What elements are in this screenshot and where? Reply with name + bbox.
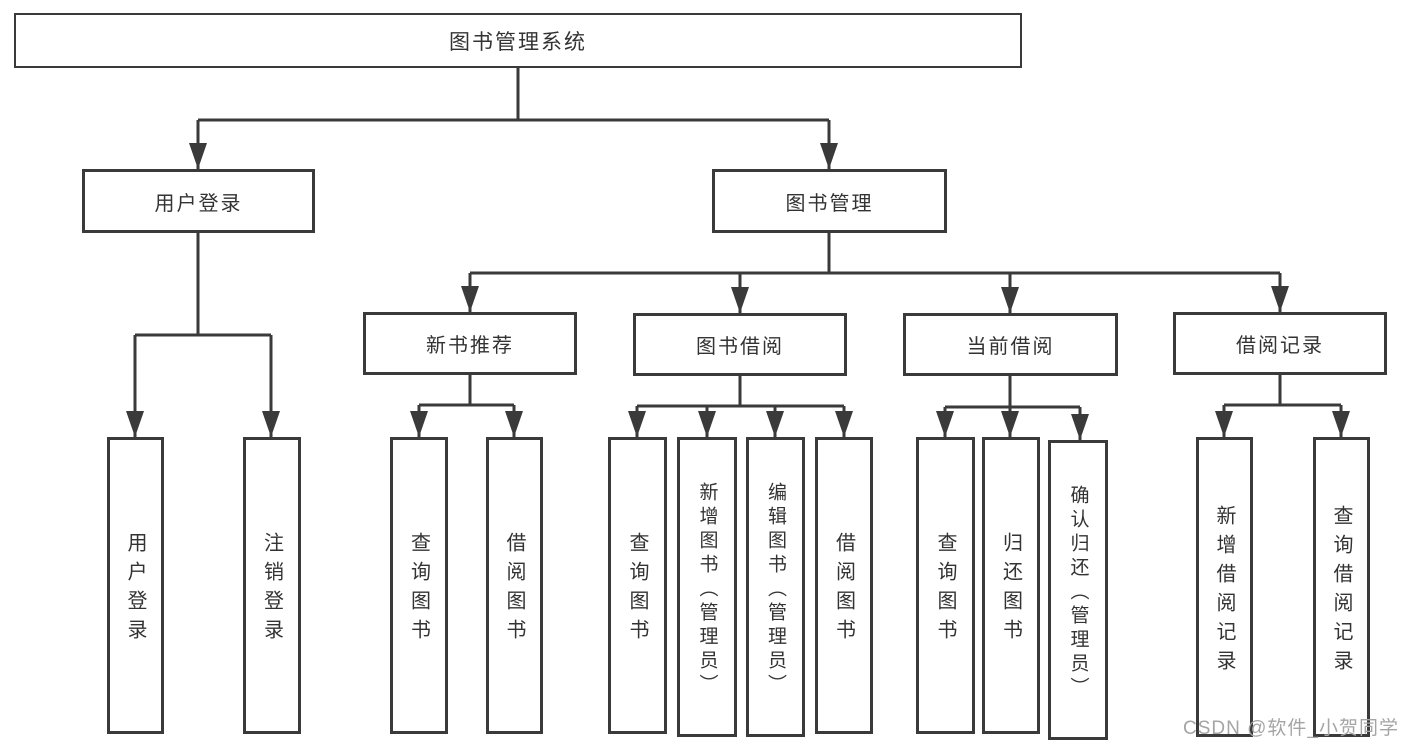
node-cb-confirm-return-admin: 确认归还（管理员）	[1048, 440, 1108, 740]
node-nbr-query-books: 查询图书	[390, 437, 448, 734]
node-ul-user-login: 用户登录	[107, 437, 164, 734]
node-book-borrowing: 图书借阅	[633, 313, 847, 376]
node-label: 借阅图书	[832, 532, 855, 648]
node-bb-query-books: 查询图书	[608, 437, 667, 734]
node-label: 用户登录	[124, 532, 146, 648]
node-bb-borrow-books: 借阅图书	[815, 437, 873, 734]
node-current-borrowing: 当前借阅	[903, 313, 1118, 376]
node-ul-logout: 注销登录	[243, 437, 301, 734]
node-nbr-borrow-books: 借阅图书	[486, 437, 543, 734]
node-label: 新增借阅记录	[1213, 504, 1235, 679]
node-bb-edit-books-admin: 编辑图书（管理员）	[746, 437, 805, 737]
node-borrowing-records: 借阅记录	[1173, 312, 1387, 375]
node-label: 新书推荐	[426, 335, 514, 357]
node-label: 用户登录	[154, 192, 243, 215]
node-label: 图书管理	[785, 192, 874, 215]
node-new-book-recommendation: 新书推荐	[363, 312, 577, 375]
node-label: 查询图书	[407, 532, 430, 648]
node-label: 查询图书	[934, 532, 956, 648]
node-label: 查询图书	[626, 532, 648, 648]
node-book-management: 图书管理	[712, 169, 947, 233]
node-user-login: 用户登录	[82, 169, 315, 233]
node-label: 借阅记录	[1236, 335, 1324, 357]
node-label: 归还图书	[999, 532, 1022, 648]
node-bb-add-books-admin: 新增图书（管理员）	[677, 437, 737, 737]
node-label: 图书借阅	[696, 336, 784, 358]
node-label: 当前借阅	[966, 336, 1055, 358]
node-label: 查询借阅记录	[1330, 504, 1352, 679]
node-br-add-borrow-record: 新增借阅记录	[1196, 437, 1253, 737]
node-label: 注销登录	[260, 532, 283, 648]
node-cb-return-books: 归还图书	[982, 437, 1040, 734]
watermark: CSDN @软件_小贺同学	[1183, 718, 1399, 739]
node-label: 确认归还（管理员）	[1067, 484, 1089, 701]
node-label: 借阅图书	[503, 532, 525, 648]
node-label: 图书管理系统	[449, 30, 587, 54]
node-library-management-system: 图书管理系统	[14, 13, 1022, 68]
node-label: 新增图书（管理员）	[696, 481, 718, 698]
node-br-query-borrow-record: 查询借阅记录	[1313, 437, 1370, 737]
node-cb-query-books: 查询图书	[916, 437, 975, 734]
node-label: 编辑图书（管理员）	[765, 481, 786, 698]
